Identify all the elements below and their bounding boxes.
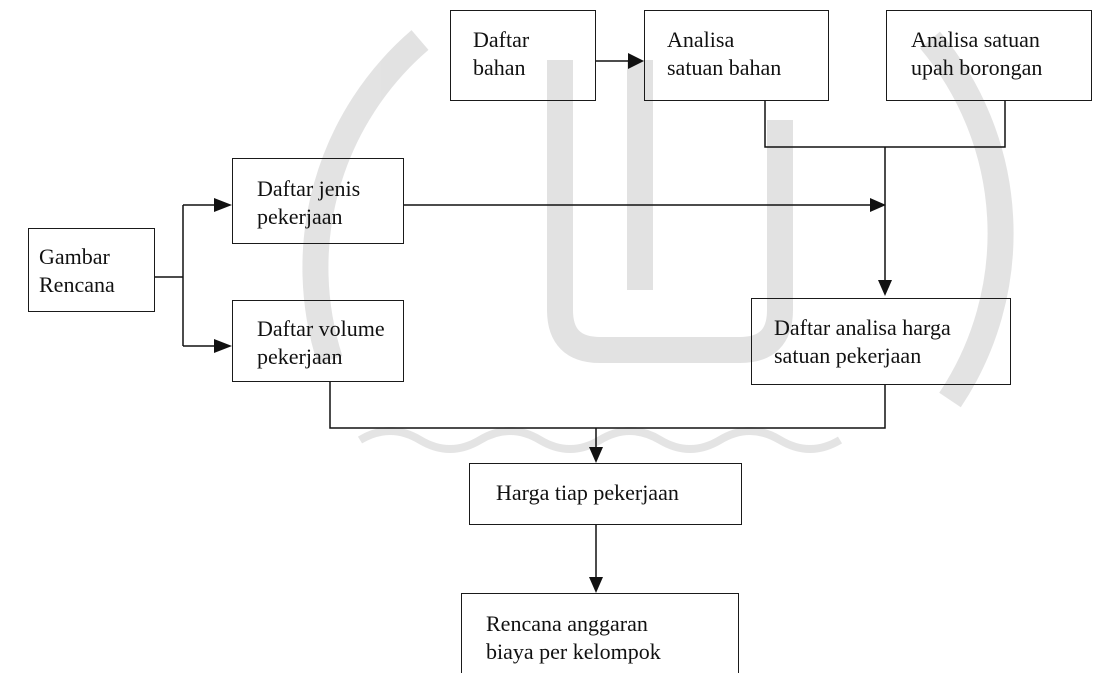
node-analisa-satuan-upah: Analisa satuan upah borongan bbox=[886, 10, 1092, 101]
arrowhead bbox=[214, 339, 232, 353]
arrowhead bbox=[628, 53, 644, 69]
node-label: Daftar volume pekerjaan bbox=[257, 316, 385, 369]
node-label: Gambar Rencana bbox=[39, 244, 115, 297]
node-daftar-analisa-harga: Daftar analisa harga satuan pekerjaan bbox=[751, 298, 1011, 385]
arrowhead bbox=[589, 447, 603, 463]
node-label: Analisa satuan upah borongan bbox=[911, 27, 1043, 80]
node-analisa-satuan-bahan: Analisa satuan bahan bbox=[644, 10, 829, 101]
node-daftar-bahan: Daftar bahan bbox=[450, 10, 596, 101]
arrowhead bbox=[870, 198, 886, 212]
arrowhead bbox=[878, 280, 892, 296]
node-label: Rencana anggaran biaya per kelompok bbox=[486, 611, 661, 664]
node-daftar-jenis-pekerjaan: Daftar jenis pekerjaan bbox=[232, 158, 404, 244]
node-label: Daftar analisa harga satuan pekerjaan bbox=[774, 315, 951, 368]
node-daftar-volume-pekerjaan: Daftar volume pekerjaan bbox=[232, 300, 404, 382]
node-label: Daftar jenis pekerjaan bbox=[257, 176, 361, 229]
node-gambar-rencana: Gambar Rencana bbox=[28, 228, 155, 312]
node-label: Harga tiap pekerjaan bbox=[496, 480, 679, 505]
node-label: Daftar bahan bbox=[473, 27, 530, 80]
node-label: Analisa satuan bahan bbox=[667, 27, 782, 80]
arrowhead bbox=[214, 198, 232, 212]
node-rencana-anggaran-biaya: Rencana anggaran biaya per kelompok bbox=[461, 593, 739, 673]
arrowhead bbox=[589, 577, 603, 593]
node-harga-tiap-pekerjaan: Harga tiap pekerjaan bbox=[469, 463, 742, 525]
